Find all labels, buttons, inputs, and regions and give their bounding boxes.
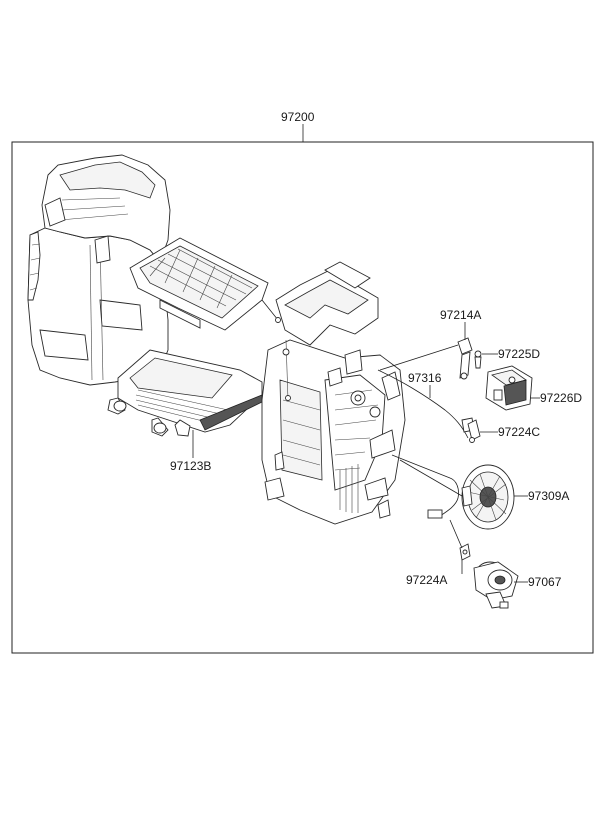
right-case-housing[interactable] — [261, 261, 406, 525]
label-97200[interactable]: 97200 — [281, 110, 315, 124]
evaporator-core[interactable] — [107, 349, 263, 437]
label-97067[interactable]: 97067 — [528, 575, 562, 589]
lever-to-case-leader — [379, 344, 459, 371]
label-97225D[interactable]: 97225D — [498, 347, 540, 361]
clip-97224a[interactable] — [459, 543, 471, 561]
label-97224A[interactable]: 97224A — [406, 573, 447, 587]
clip-97224c[interactable] — [467, 419, 481, 443]
label-97123B[interactable]: 97123B — [170, 459, 211, 473]
filter-grille[interactable] — [129, 237, 281, 331]
resistor-wheel[interactable] — [461, 464, 515, 530]
label-97226D[interactable]: 97226D — [540, 391, 582, 405]
clip-a-to-case-leader — [449, 519, 463, 549]
label-97316[interactable]: 97316 — [408, 371, 442, 385]
clip-97225d[interactable] — [474, 350, 482, 369]
resistor-to-case-leader — [399, 459, 463, 497]
assembly-frame — [11, 141, 594, 654]
label-97224C[interactable]: 97224C — [498, 425, 540, 439]
motor-assembly[interactable] — [473, 561, 519, 609]
label-97214A[interactable]: 97214A — [440, 308, 481, 322]
label-97309A[interactable]: 97309A — [528, 489, 569, 503]
actuator-lever[interactable] — [457, 337, 473, 380]
actuator-97226d[interactable] — [485, 365, 533, 411]
